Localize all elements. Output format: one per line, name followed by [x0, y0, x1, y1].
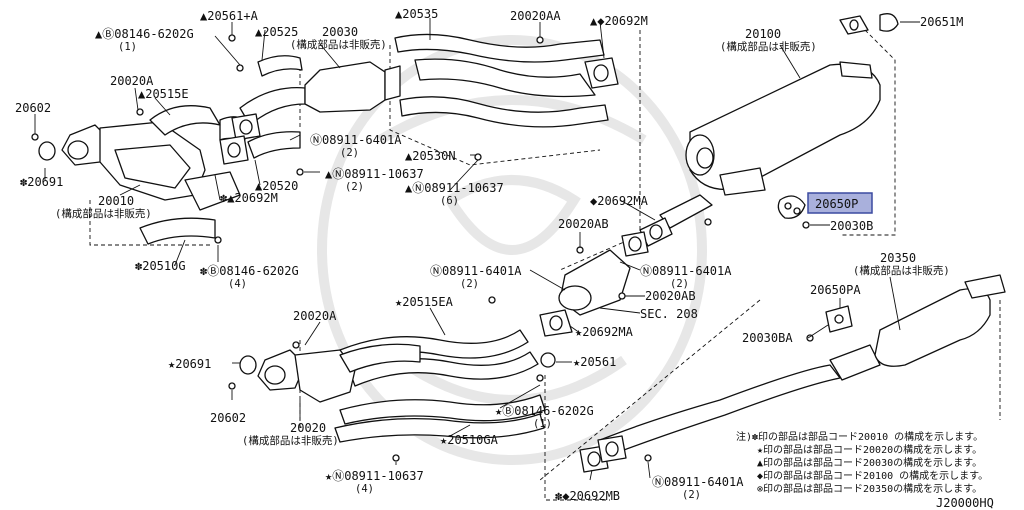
note-line-5: ⊗印の部品は部品コード20350の構成を示します。 — [757, 482, 982, 495]
label-20691-bot[interactable]: ★20691 — [168, 357, 211, 371]
label-20020ab-top[interactable]: 20020AB — [558, 217, 609, 231]
label-08146-mid-qty: (4) — [228, 278, 247, 290]
label-08911-6401a-top-qty: (2) — [340, 147, 359, 159]
label-08911-6401a-bot[interactable]: Ⓝ08911-6401A — [652, 475, 744, 489]
gaskets-top — [219, 57, 619, 165]
lower-heat-shields — [139, 217, 546, 443]
label-20100-sub: (構成部品は非販売) — [720, 40, 817, 53]
label-20530n[interactable]: ▲20530N — [405, 149, 456, 163]
note-line-1: 注)✽印の部品は部品コード20010 の構成を示します。 — [736, 430, 983, 443]
label-20515e[interactable]: ▲20515E — [138, 87, 189, 101]
label-20030-sub: (構成部品は非販売) — [290, 38, 387, 51]
label-20602-bot[interactable]: 20602 — [210, 411, 246, 425]
label-08146-mid[interactable]: ✽Ⓑ08146-6202G — [200, 264, 299, 278]
label-08911-6401a-left-qty: (2) — [460, 278, 479, 290]
label-20561[interactable]: ★20561 — [573, 355, 616, 369]
fasteners — [31, 34, 814, 462]
label-20030[interactable]: 20030 — [322, 25, 358, 39]
upper-heat-shields — [394, 33, 609, 128]
label-20692m-mid[interactable]: ✽▲20692M — [220, 191, 278, 205]
label-20510g[interactable]: ✽20510G — [135, 259, 186, 273]
label-20535[interactable]: ▲20535 — [395, 7, 438, 21]
label-08146-bot-qty: (1) — [533, 418, 552, 430]
label-20010[interactable]: 20010 — [98, 194, 134, 208]
label-08911-6401a-left[interactable]: Ⓝ08911-6401A — [430, 264, 522, 278]
label-20510ga[interactable]: ★20510GA — [440, 433, 499, 447]
legend-notes: 注)✽印の部品は部品コード20010 の構成を示します。 ★印の部品は部品コード… — [736, 430, 988, 495]
label-08911-10637-6[interactable]: ▲Ⓝ08911-10637 — [405, 181, 504, 195]
part-labels: ▲20561+A ▲Ⓑ08146-6202G (1) ▲20525 20030 … — [15, 7, 963, 503]
leader-lines — [34, 18, 920, 481]
label-20691-top[interactable]: ✽20691 — [20, 175, 63, 189]
rubber-hangers — [777, 13, 899, 219]
label-20650pa[interactable]: 20650PA — [810, 283, 861, 297]
label-08146-top-qty: (1) — [118, 41, 137, 53]
label-20520[interactable]: ▲20520 — [255, 179, 298, 193]
main-muffler — [685, 15, 881, 196]
label-20692mb[interactable]: ✽◆20692MB — [555, 489, 620, 503]
label-08911-10637-6-qty: (6) — [440, 195, 459, 207]
note-line-4: ◆印の部品は部品コード20100 の構成を示します。 — [757, 469, 988, 482]
label-20030b[interactable]: 20030B — [830, 219, 873, 233]
label-20350[interactable]: 20350 — [880, 251, 916, 265]
label-08911-6401a-right-qty: (2) — [670, 278, 689, 290]
label-08146-bot[interactable]: ★Ⓑ08146-6202G — [495, 404, 594, 418]
center-pipe — [539, 194, 713, 337]
label-08911-10637-bot[interactable]: ★Ⓝ08911-10637 — [325, 469, 424, 483]
label-20020[interactable]: 20020 — [290, 421, 326, 435]
label-08911-6401a-bot-qty: (2) — [682, 489, 701, 501]
label-20350-sub: (構成部品は非販売) — [853, 264, 950, 277]
right-manifold-catalyst — [239, 343, 421, 403]
label-20602-top[interactable]: 20602 — [15, 101, 51, 115]
label-20561a[interactable]: ▲20561+A — [200, 9, 259, 23]
label-08146-top[interactable]: ▲Ⓑ08146-6202G — [95, 27, 194, 41]
label-20650p[interactable]: 20650P — [815, 197, 858, 211]
note-line-2: ★印の部品は部品コード20020の構成を示します。 — [757, 443, 982, 456]
label-20692m-top[interactable]: ▲◆20692M — [590, 14, 648, 28]
label-20010-sub: (構成部品は非販売) — [55, 207, 152, 220]
label-20020aa[interactable]: 20020AA — [510, 9, 561, 23]
label-20020ab-mid[interactable]: 20020AB — [645, 289, 696, 303]
label-20525[interactable]: ▲20525 — [255, 25, 298, 39]
label-08911-10637-top-qty: (2) — [345, 181, 364, 193]
label-08911-10637-bot-qty: (4) — [355, 483, 374, 495]
watermark-crest — [317, 35, 707, 465]
left-manifold-catalyst — [38, 105, 241, 211]
label-08911-6401a-right[interactable]: Ⓝ08911-6401A — [640, 264, 732, 278]
rear-pipe-sub-muffler — [579, 274, 1006, 473]
label-20020a-bot[interactable]: 20020A — [293, 309, 337, 323]
label-20020a-top[interactable]: 20020A — [110, 74, 154, 88]
label-sec-208[interactable]: SEC. 208 — [640, 307, 698, 321]
diagram-code: J20000HQ — [936, 496, 994, 510]
label-20100[interactable]: 20100 — [745, 27, 781, 41]
label-08911-6401a-top[interactable]: Ⓝ08911-6401A — [310, 133, 402, 147]
label-20030ba[interactable]: 20030BA — [742, 331, 793, 345]
note-line-3: ▲印の部品は部品コード20030の構成を示します。 — [757, 456, 982, 469]
label-20515ea[interactable]: ★20515EA — [395, 295, 454, 309]
label-20020-sub: (構成部品は非販売) — [242, 434, 339, 447]
label-20692ma-top[interactable]: ◆20692MA — [590, 194, 649, 208]
label-20692ma-mid[interactable]: ★20692MA — [575, 325, 634, 339]
label-20651m[interactable]: 20651M — [920, 15, 963, 29]
label-08911-10637-top[interactable]: ▲Ⓝ08911-10637 — [325, 167, 424, 181]
highlight-20650p[interactable] — [807, 192, 873, 214]
